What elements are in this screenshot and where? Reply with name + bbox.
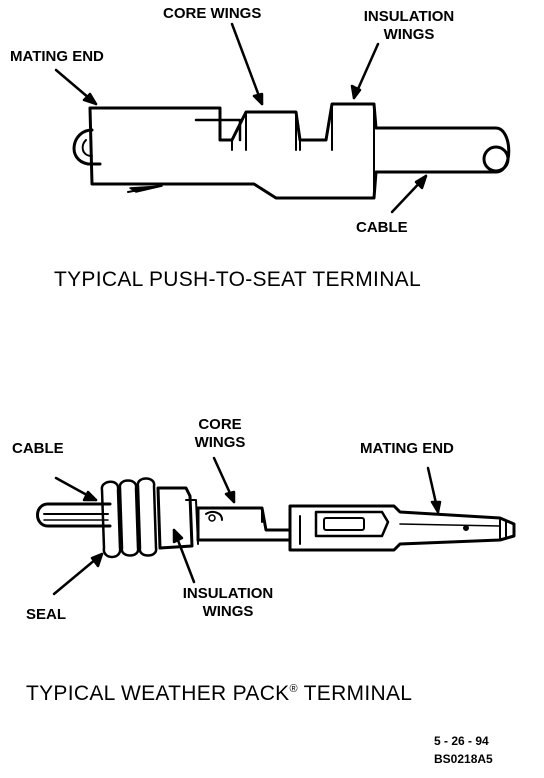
mating-end-loop	[72, 128, 102, 166]
cable-end-circle	[482, 145, 510, 173]
insulation-wings-block	[156, 486, 194, 550]
label-core-wings-top: CORE WINGS	[163, 5, 262, 22]
push-to-seat-terminal-body	[88, 102, 511, 200]
label-mating-end-top: MATING END	[10, 48, 104, 65]
cable-body	[36, 502, 112, 528]
label-insulation-wings-bottom: INSULATION WINGS	[182, 585, 274, 620]
footer-date: 5 - 26 - 94	[434, 734, 489, 748]
weather-pack-mating-body	[288, 504, 516, 552]
label-cable-bottom: CABLE	[12, 440, 64, 457]
label-insulation-wings-top: INSULATION WINGS	[363, 8, 455, 43]
caption-weather-pack: TYPICAL WEATHER PACK® TERMINAL	[26, 682, 413, 705]
bottom-leader-arrows	[52, 456, 442, 596]
label-mating-end-bottom: MATING END	[360, 440, 454, 457]
seal-ribs	[100, 477, 158, 559]
label-cable-top: CABLE	[356, 219, 408, 236]
label-seal: SEAL	[26, 606, 67, 623]
label-core-wings-bottom: CORE WINGS	[194, 416, 246, 451]
top-leader-arrows	[54, 22, 428, 214]
caption-push-to-seat: TYPICAL PUSH-TO-SEAT TERMINAL	[54, 268, 421, 291]
footer-code: BS0218A5	[434, 752, 493, 766]
